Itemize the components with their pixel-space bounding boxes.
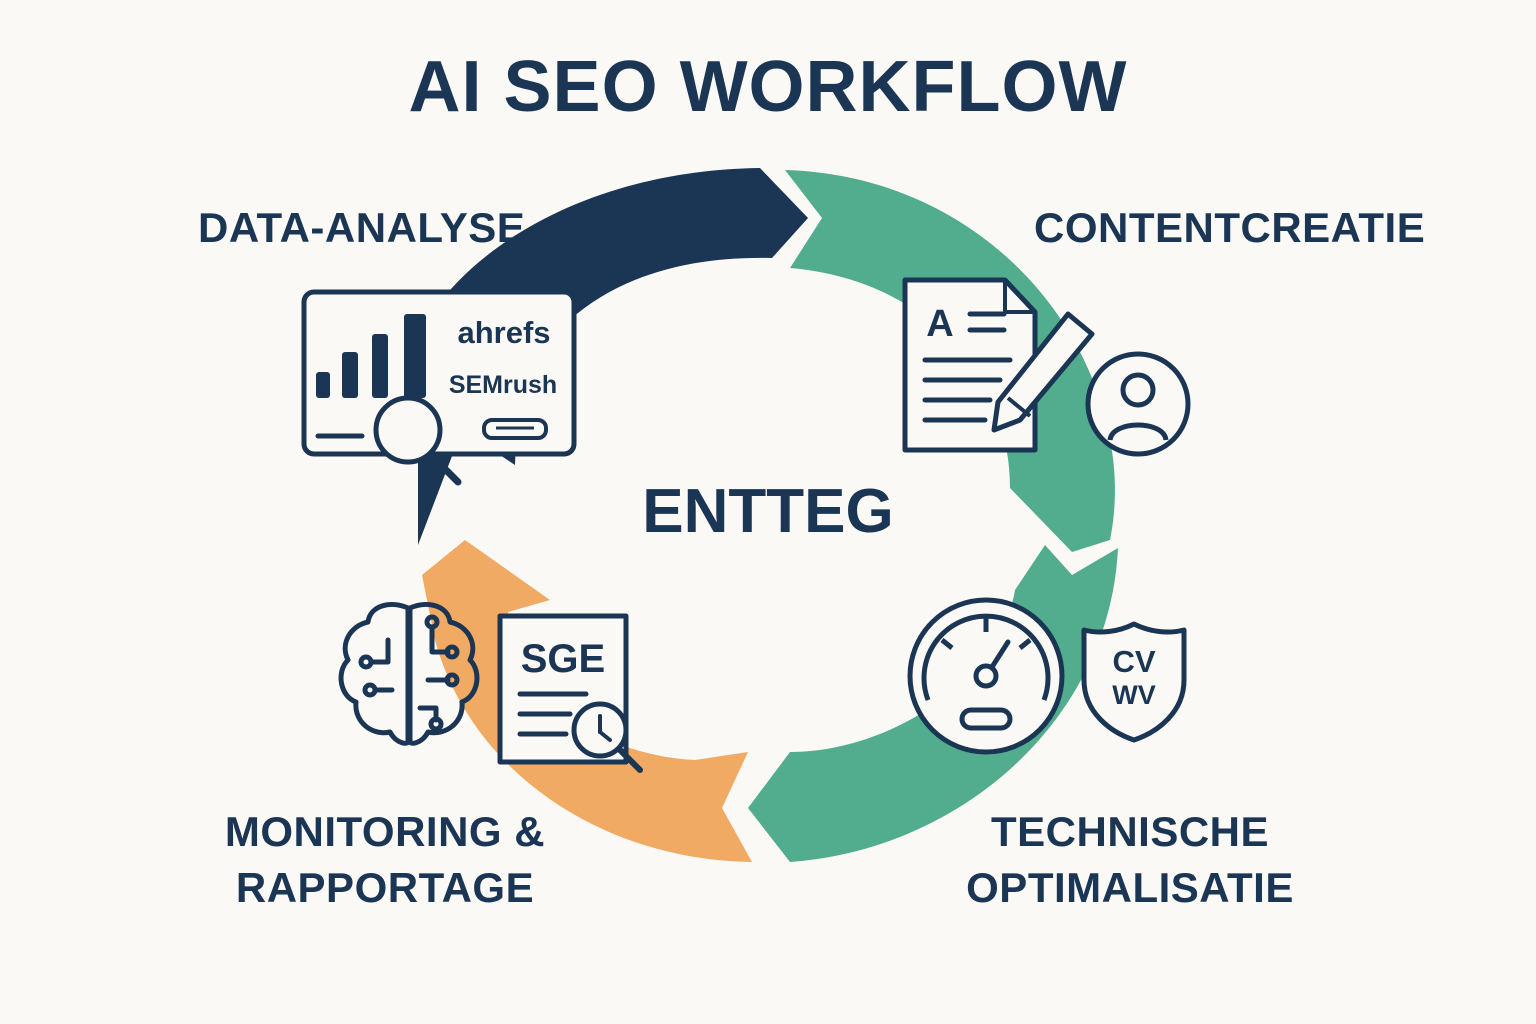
document-icon: A	[902, 277, 1038, 453]
stage-label-line: MONITORING &	[224, 808, 546, 855]
stage-label-data-analyse: DATA-ANALYSE	[198, 204, 526, 251]
tool-ahrefs: ahrefs	[457, 315, 550, 350]
magnifier-icon	[373, 395, 462, 486]
arc-segment-contentcreatie	[785, 170, 1115, 552]
doc-sge-text: SGE	[521, 637, 605, 681]
user-icon	[1085, 351, 1191, 457]
bar-chart-icon	[316, 314, 426, 398]
page-title: AI SEO WORKFLOW	[408, 47, 1128, 127]
clock-icon	[571, 701, 643, 773]
tool-semrush: SEMrush	[449, 371, 557, 399]
speedometer-icon	[907, 597, 1065, 755]
stage-label-contentcreatie: CONTENTCREATIE	[1034, 204, 1426, 251]
report-document-icon: SGE	[497, 613, 643, 773]
shield-icon: CV WV	[1081, 621, 1187, 743]
stage-label-monitoring: MONITORING & RAPPORTAGE	[180, 804, 590, 916]
shield-text-bottom: WV	[1112, 680, 1156, 710]
stage-label-line: RAPPORTAGE	[235, 864, 535, 911]
shield-text-top: CV	[1112, 644, 1155, 679]
dashboard-panel-icon: ahrefs SEMrush	[301, 289, 577, 486]
pencil-icon	[991, 311, 1095, 433]
doc-letter: A	[926, 303, 953, 345]
stage-label-technische-optimalisatie: TECHNISCHE OPTIMALISATIE	[900, 804, 1360, 916]
brain-icon	[338, 602, 480, 746]
center-label: ENTTEG	[642, 477, 894, 546]
stage-label-line: OPTIMALISATIE	[966, 864, 1294, 911]
stage-label-line: TECHNISCHE	[990, 808, 1270, 855]
